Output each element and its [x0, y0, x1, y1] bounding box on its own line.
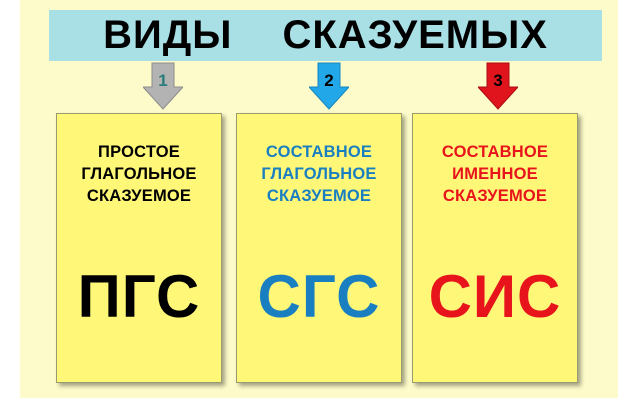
arrow-2-shape [309, 62, 349, 110]
type-2-name-line: СКАЗУЕМОЕ [266, 187, 372, 205]
arrow-down-icon: 2 [309, 61, 349, 111]
type-3-name-line: ИМЕННОЕ [452, 165, 538, 183]
type-1-name-line: СКАЗУЕМОЕ [86, 187, 192, 205]
type-3-name: СОСТАВНОЕ ИМЕННОЕ СКАЗУЕМОЕ [413, 141, 577, 207]
arrow-down-icon: 3 [478, 61, 518, 111]
type-2-abbreviation: СГС [257, 263, 381, 330]
title-banner: ВИДЫ СКАЗУЕМЫХ [49, 10, 602, 61]
type-3-name-line: СОСТАВНОЕ [441, 143, 549, 161]
type-1-name-line: ПРОСТОЕ [98, 143, 180, 161]
type-1-name-line: ГЛАГОЛЬНОЕ [81, 165, 197, 183]
type-3-abbreviation: СИС [428, 263, 562, 330]
type-3-number: 3 [493, 71, 503, 90]
type-2-name-line: ГЛАГОЛЬНОЕ [261, 165, 377, 183]
type-1-number: 1 [158, 71, 168, 90]
arrow-1-shape [143, 62, 183, 110]
type-1-name: ПРОСТОЕ ГЛАГОЛЬНОЕ СКАЗУЕМОЕ [57, 141, 221, 207]
arrow-3-shape [478, 62, 518, 110]
type-2-name: СОСТАВНОЕ ГЛАГОЛЬНОЕ СКАЗУЕМОЕ [237, 141, 401, 207]
page-title: ВИДЫ СКАЗУЕМЫХ [103, 13, 548, 57]
type-card-1: ПРОСТОЕ ГЛАГОЛЬНОЕ СКАЗУЕМОЕ ПГС [56, 113, 222, 383]
type-2-name-line: СОСТАВНОЕ [265, 143, 373, 161]
type-card-2: СОСТАВНОЕ ГЛАГОЛЬНОЕ СКАЗУЕМОЕ СГС [236, 113, 402, 383]
type-3-name-line: СКАЗУЕМОЕ [442, 187, 548, 205]
arrow-down-icon: 1 [143, 61, 183, 111]
type-card-3: СОСТАВНОЕ ИМЕННОЕ СКАЗУЕМОЕ СИС [412, 113, 578, 383]
type-1-abbreviation: ПГС [77, 263, 201, 330]
type-2-number: 2 [324, 71, 334, 90]
slide: ВИДЫ СКАЗУЕМЫХ 1 ПРОСТОЕ ГЛАГОЛЬНОЕ СКАЗ… [20, 0, 618, 398]
